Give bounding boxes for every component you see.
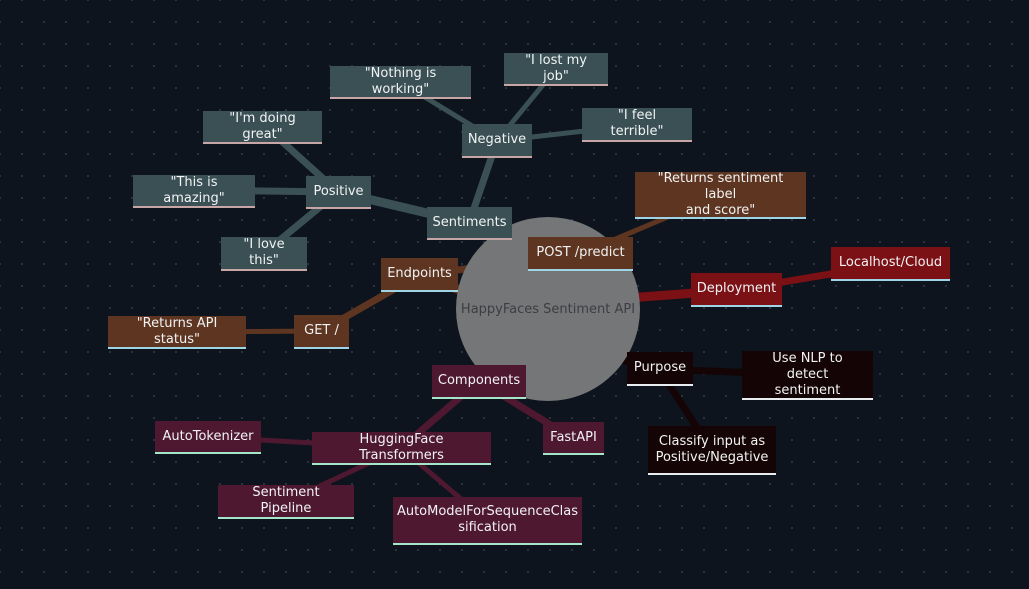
node-post-desc[interactable]: "Returns sentiment label and score" [635,171,806,219]
node-transformers[interactable]: HuggingFace Transformers [312,432,491,465]
node-negative-example-2[interactable]: "I lost my job" [504,53,608,86]
node-positive[interactable]: Positive [306,176,371,209]
node-components[interactable]: Components [432,365,526,399]
node-transformers-item-3[interactable]: AutoModelForSequenceClas sification [393,497,582,545]
node-purpose-item-1[interactable]: Use NLP to detect sentiment [742,351,873,400]
node-transformers-item-1[interactable]: AutoTokenizer [155,421,261,454]
node-positive-example-1[interactable]: "I'm doing great" [203,111,322,144]
node-deployment[interactable]: Deployment [691,273,782,307]
node-purpose[interactable]: Purpose [627,352,693,386]
central-topic-label: HappyFaces Sentiment API [460,301,636,317]
node-post[interactable]: POST /predict [528,237,633,271]
node-positive-example-3[interactable]: "I love this" [221,237,307,271]
node-positive-example-2[interactable]: "This is amazing" [133,175,255,208]
node-negative-example-3[interactable]: "I feel terrible" [582,108,692,142]
node-get[interactable]: GET / [294,315,349,349]
node-negative-example-1[interactable]: "Nothing is working" [330,66,471,99]
node-fastapi[interactable]: FastAPI [543,422,604,455]
node-purpose-item-2[interactable]: Classify input as Positive/Negative [648,426,776,475]
node-deployment-target[interactable]: Localhost/Cloud [831,247,950,281]
node-sentiments[interactable]: Sentiments [427,207,512,240]
node-transformers-item-2[interactable]: Sentiment Pipeline [218,485,354,519]
node-negative[interactable]: Negative [462,124,532,158]
node-get-desc[interactable]: "Returns API status" [108,316,246,349]
node-endpoints[interactable]: Endpoints [381,258,458,292]
